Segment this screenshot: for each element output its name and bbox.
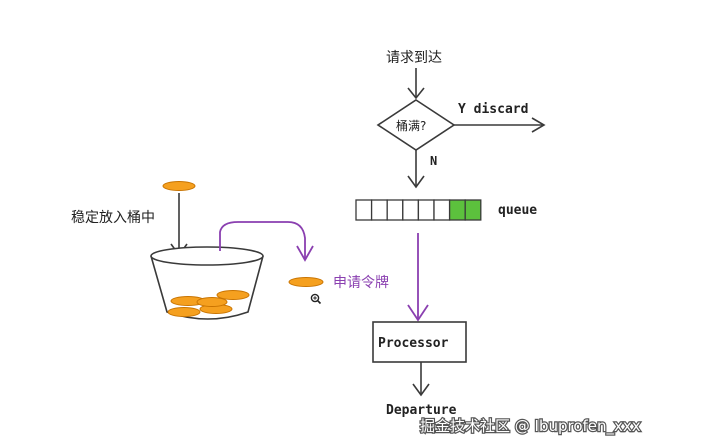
requested-token: [288, 277, 324, 287]
request-token-label: 申请令牌: [333, 274, 389, 291]
arrowhead-queue: [407, 175, 425, 189]
yes-discard-label: Y discard: [458, 102, 528, 117]
request-queue: [355, 199, 482, 221]
processor-label: Processor: [378, 336, 449, 351]
no-label: N: [430, 154, 437, 168]
arrowhead-departure: [412, 383, 430, 397]
queue-slot: [355, 199, 373, 221]
queue-slot: [433, 199, 451, 221]
queue-slot: [402, 199, 420, 221]
queue-slot: [386, 199, 404, 221]
processor-box: [372, 321, 467, 363]
bucket-full-label: 桶满?: [396, 118, 426, 133]
put-into-bucket-label: 稳定放入桶中: [71, 210, 155, 226]
queue-slot: [370, 199, 388, 221]
watermark-text: 掘金技术社区 @ Ibuprofen_xxx: [420, 417, 641, 436]
zoom-in-cursor-icon: [310, 293, 322, 305]
bucket-token: [167, 307, 201, 317]
bucket-token: [196, 297, 228, 307]
token-request-path: [219, 221, 306, 258]
queue-slot: [417, 199, 435, 221]
arrowhead-discard: [531, 117, 546, 133]
bucket-token: [216, 290, 250, 300]
queue-slot-filled: [464, 199, 482, 221]
incoming-token: [162, 181, 196, 191]
arrowhead-token-request: [296, 245, 314, 262]
arrowhead-request: [407, 87, 425, 100]
bucket-tokens: [167, 290, 250, 317]
arrowhead-processor: [407, 304, 429, 322]
bucket-rim: [150, 246, 264, 266]
departure-label: Departure: [386, 403, 457, 418]
queue-slot-filled: [448, 199, 466, 221]
queue-label: queue: [498, 203, 537, 218]
request-arrives-label: 请求到达: [386, 50, 442, 66]
